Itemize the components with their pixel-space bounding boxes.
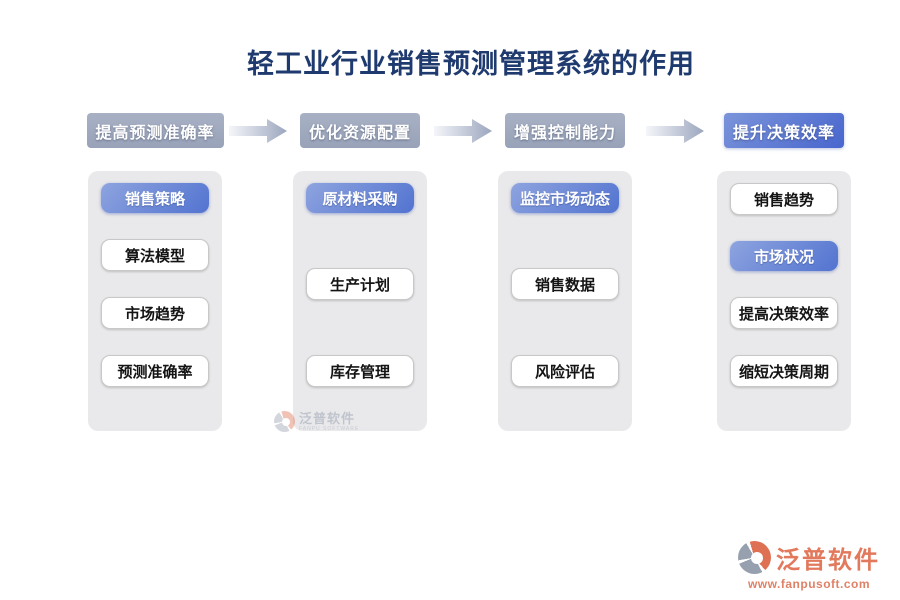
flow-arrow-cell <box>222 113 293 148</box>
item-pill: 缩短决策周期 <box>730 355 838 387</box>
flow-arrow-icon <box>228 118 287 143</box>
flow-arrow-cell <box>632 113 717 148</box>
stage-header-cell: 提高预测准确率 <box>86 113 224 148</box>
item-pill: 销售趋势 <box>730 183 838 215</box>
flow-arrow-cell <box>427 113 498 148</box>
process-header-row: 提高预测准确率 优化资源配置 增强控制能力 提升决策效率 <box>86 113 854 148</box>
flow-arrow-icon <box>433 118 492 143</box>
watermark-text: 泛普软件 <box>299 410 356 426</box>
stage-header-1: 提高预测准确率 <box>86 113 224 148</box>
fanpu-logo-icon <box>274 411 295 432</box>
stage-header-4: 提升决策效率 <box>723 113 844 148</box>
brand-name: 泛普软件 <box>776 548 880 574</box>
item-pill: 库存管理 <box>306 355 414 387</box>
inline-watermark: 泛普软件 FANPU SOFTWARE <box>274 411 359 432</box>
item-pill: 原材料采购 <box>306 183 414 213</box>
stage-panel-1: 销售策略算法模型市场趋势预测准确率 <box>88 171 222 431</box>
item-pill: 监控市场动态 <box>511 183 619 213</box>
stage-header-cell: 增强控制能力 <box>498 113 632 148</box>
stage-header-cell: 优化资源配置 <box>293 113 427 148</box>
process-flow: 提高预测准确率 优化资源配置 增强控制能力 提升决策效率 销售策略算法模型市场趋势预测… <box>86 113 854 431</box>
footer-brand: 泛普软件 www.fanpusoft.com <box>738 540 880 591</box>
brand-url: www.fanpusoft.com <box>747 577 871 591</box>
item-pill: 风险评估 <box>511 355 619 387</box>
flow-arrow-icon <box>645 118 704 143</box>
watermark-text-block: 泛普软件 FANPU SOFTWARE <box>299 412 359 432</box>
item-pill: 销售数据 <box>511 268 619 300</box>
stage-panel-2: 原材料采购生产计划库存管理 <box>293 171 427 431</box>
item-pill: 生产计划 <box>306 268 414 300</box>
item-pill: 提高决策效率 <box>730 297 838 329</box>
item-pill: 销售策略 <box>101 183 209 213</box>
item-pill: 市场状况 <box>730 241 838 271</box>
watermark-subtext: FANPU SOFTWARE <box>299 425 360 432</box>
stage-header-cell: 提升决策效率 <box>717 113 851 148</box>
fanpu-logo-icon <box>738 541 771 574</box>
page-title: 轻工业行业销售预测管理系统的作用 <box>247 49 695 79</box>
item-pill: 算法模型 <box>101 239 209 271</box>
stage-header-3: 增强控制能力 <box>504 113 625 148</box>
stage-panel-3: 监控市场动态销售数据风险评估 <box>498 171 632 431</box>
process-columns: 销售策略算法模型市场趋势预测准确率原材料采购生产计划库存管理监控市场动态销售数据… <box>88 171 854 431</box>
stage-header-2: 优化资源配置 <box>299 113 420 148</box>
item-pill: 预测准确率 <box>101 355 209 387</box>
item-pill: 市场趋势 <box>101 297 209 329</box>
stage-panel-4: 销售趋势市场状况提高决策效率缩短决策周期 <box>717 171 851 431</box>
footer-brand-row: 泛普软件 <box>738 540 880 575</box>
